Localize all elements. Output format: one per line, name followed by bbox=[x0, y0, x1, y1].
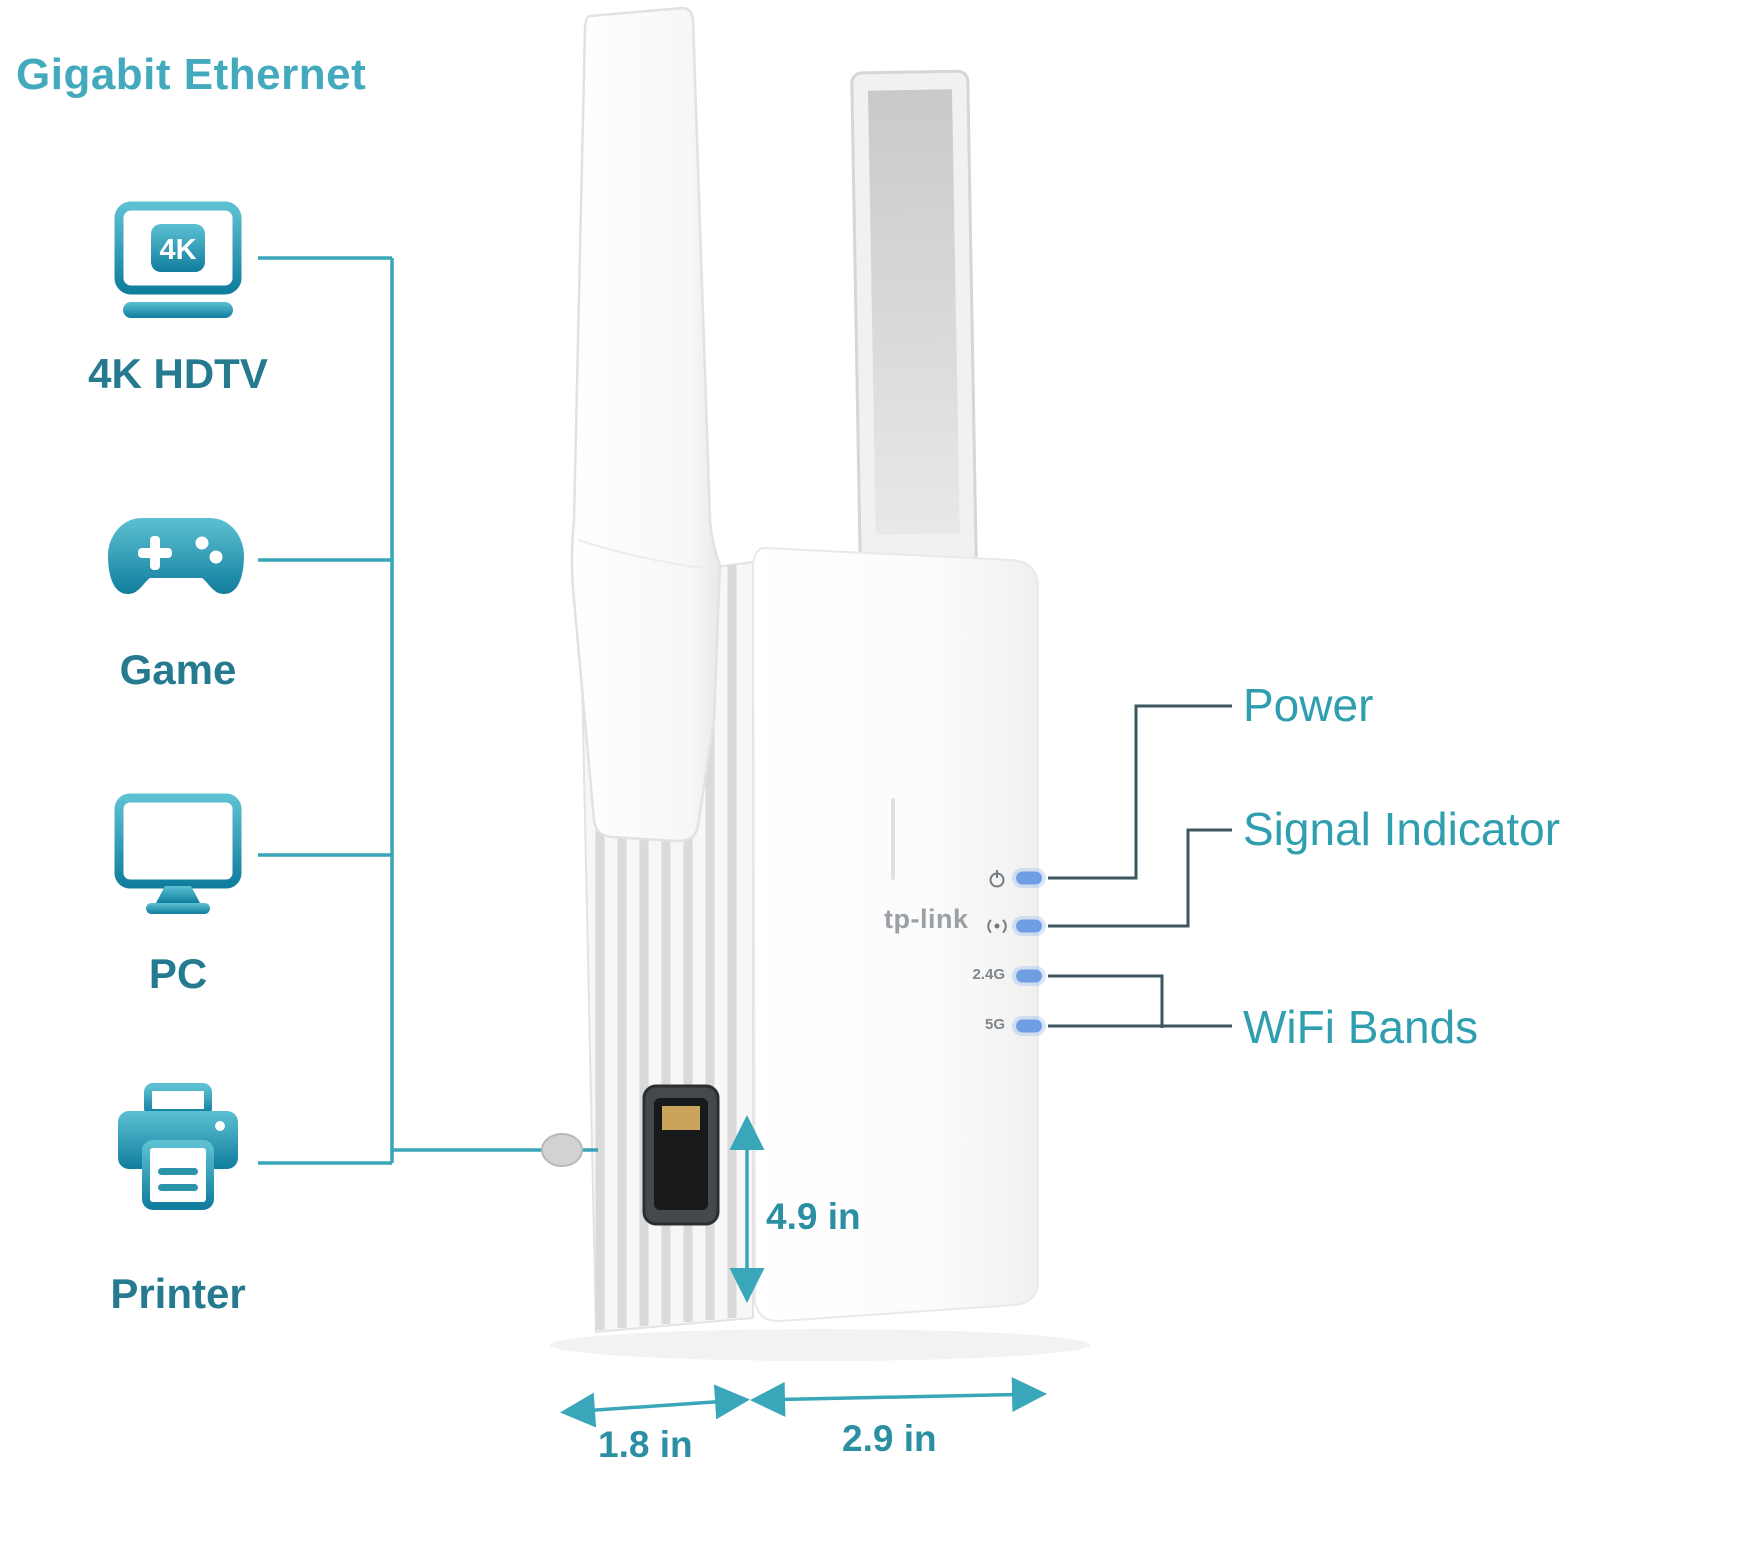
monitor-icon bbox=[112, 790, 244, 922]
width-arrow bbox=[750, 1377, 1047, 1417]
led-power bbox=[1012, 868, 1046, 888]
signal-icon bbox=[987, 919, 1007, 934]
callout-wifi-bands: WiFi Bands bbox=[1243, 1001, 1479, 1053]
led-label-5g: 5G bbox=[984, 1016, 1005, 1033]
device-label-game: Game bbox=[119, 646, 237, 693]
depth-arrow bbox=[560, 1384, 750, 1428]
dimension-depth-label: 1.8 in bbox=[598, 1424, 693, 1465]
led-5g bbox=[1012, 1016, 1046, 1036]
ethernet-port bbox=[642, 1084, 720, 1226]
right-antenna bbox=[850, 69, 978, 569]
ethernet-connector-lines bbox=[258, 256, 598, 1165]
callout-signal-indicator: Signal Indicator bbox=[1243, 803, 1561, 855]
led-label-2-4g: 2.4G bbox=[972, 966, 1005, 983]
dimension-width-label: 2.9 in bbox=[842, 1418, 937, 1459]
printer-icon bbox=[112, 1082, 244, 1222]
power-icon bbox=[989, 870, 1005, 888]
tp-link-logo: tp-link bbox=[884, 904, 969, 934]
left-antenna bbox=[570, 6, 722, 843]
led-2-4g bbox=[1012, 966, 1046, 986]
callout-lines bbox=[1048, 704, 1232, 1028]
tv-4k-icon: 4K bbox=[112, 196, 244, 328]
dimension-arrows bbox=[560, 1115, 1047, 1428]
callout-power: Power bbox=[1243, 679, 1374, 731]
device-label-4k-hdtv: 4K HDTV bbox=[88, 350, 268, 397]
device-label-pc: PC bbox=[148, 950, 208, 997]
device-label-printer: Printer bbox=[110, 1270, 246, 1317]
gamepad-icon bbox=[102, 496, 250, 618]
gigabit-ethernet-heading: Gigabit Ethernet bbox=[16, 50, 367, 99]
device-shadow bbox=[550, 1329, 1090, 1361]
reset-knob bbox=[541, 1133, 583, 1167]
dimension-height-label: 4.9 in bbox=[766, 1196, 861, 1237]
extender-front-face bbox=[751, 546, 1039, 1323]
led-signal bbox=[1012, 916, 1046, 936]
tv-4k-badge: 4K bbox=[159, 234, 196, 266]
